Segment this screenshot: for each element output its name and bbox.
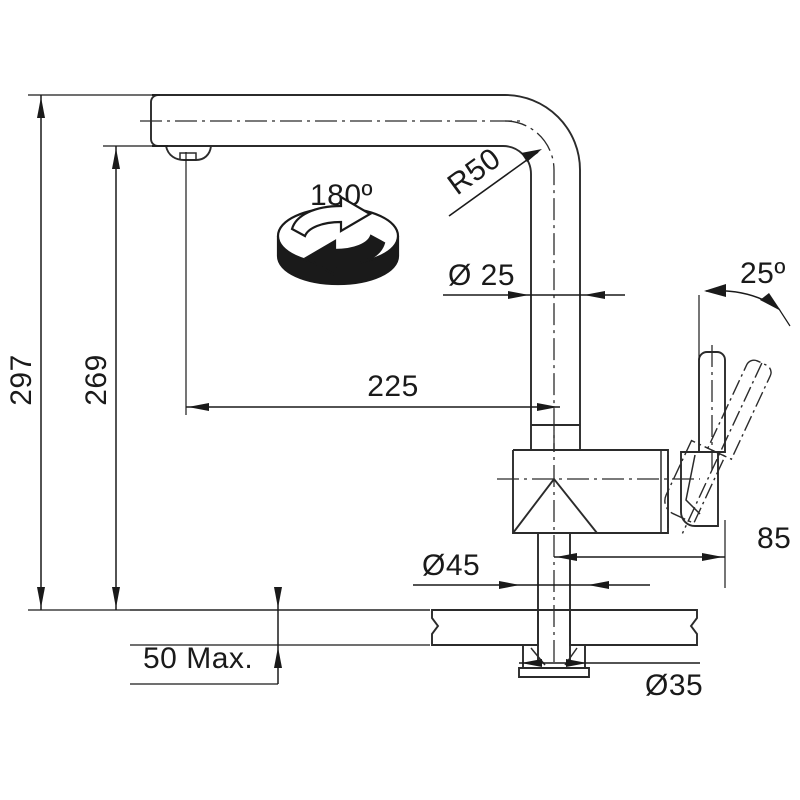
dimension-dia45-group: Ø45 — [413, 549, 650, 589]
body-chamfer-left — [512, 477, 598, 534]
leader-line-r50 — [448, 151, 539, 217]
clamp-plate-detail-left — [530, 647, 546, 666]
arrowhead-dia45-left — [499, 581, 520, 589]
arrowhead-angle25-right — [760, 293, 781, 311]
dim-label-50max: 50 Max. — [143, 642, 253, 675]
arrowhead-85-right — [702, 553, 723, 561]
arrowhead-angle25-left — [704, 284, 726, 297]
dim-label-dia45: Ø45 — [422, 549, 480, 582]
arrowhead-225-left — [188, 403, 209, 411]
faucet-body-right-outline — [513, 449, 669, 534]
arrowhead-225-right — [537, 403, 558, 411]
dimension-50max-group: 50 Max. — [130, 587, 430, 685]
dim-label-dia25: Ø 25 — [448, 259, 515, 292]
arrowhead-269-bottom — [112, 587, 120, 608]
lever-handle-tilted — [706, 359, 772, 461]
ext-line-angle25-tilted — [778, 308, 791, 327]
arrowhead-50max-bottom — [274, 647, 282, 668]
dimension-297-group: 297 — [5, 94, 430, 611]
dim-label-297: 297 — [5, 354, 38, 406]
arrowhead-297-bottom — [37, 587, 45, 608]
arrowhead-297-top — [37, 97, 45, 118]
dim-label-85: 85 — [757, 522, 791, 555]
lever-handle-tilted-group — [664, 359, 772, 534]
arrowhead-50max-top — [274, 587, 282, 608]
dimension-85-group: 85 — [554, 520, 791, 588]
dimension-dia35-group: Ø35 — [519, 659, 703, 702]
dim-label-angle25: 25º — [740, 257, 786, 290]
arrowhead-269-top — [112, 148, 120, 169]
handle-hub-detail — [685, 454, 701, 515]
arrowhead-dia45-right — [588, 581, 609, 589]
arrowhead-dia25-left — [508, 291, 529, 299]
handle-hub-block — [680, 451, 719, 527]
countertop-left-section — [431, 609, 539, 646]
arrowhead-85-left — [556, 553, 577, 561]
spout-bend-centerline — [504, 120, 555, 452]
lever-handle-tilted-centerline — [681, 362, 763, 534]
dimension-225-group: 225 — [185, 152, 560, 415]
dimension-dia25-group: Ø 25 — [443, 259, 625, 299]
rotation-arrow-icon-arrow-top — [290, 195, 373, 238]
arrowhead-dia35-left — [521, 659, 542, 667]
rotation-symbol-group: 180º — [276, 179, 400, 286]
dim-label-r50: R50 — [442, 142, 507, 202]
dim-label-dia35: Ø35 — [645, 669, 703, 702]
dim-label-269: 269 — [80, 354, 113, 406]
lever-handle-upright — [698, 351, 726, 453]
rotation-arrow-icon-arrow-bottom — [303, 234, 386, 277]
faucet-outline-group — [140, 94, 772, 678]
dimension-269-group: 269 — [80, 145, 168, 610]
dimension-angle25-group: 25º — [698, 257, 791, 360]
spout-outer-profile — [152, 94, 581, 451]
arrowhead-dia35-right — [566, 659, 587, 667]
dimension-r50-group: R50 — [442, 142, 542, 217]
handle-hub-tilted — [664, 439, 726, 525]
countertop-right-section — [569, 609, 698, 646]
arrowhead-dia25-right — [584, 291, 605, 299]
aerator-nozzle-detail — [179, 152, 197, 160]
undercounter-washer — [518, 667, 590, 678]
dim-label-225: 225 — [367, 370, 419, 403]
faucet-body-outline — [512, 450, 571, 611]
arrowhead-r50 — [521, 149, 542, 162]
